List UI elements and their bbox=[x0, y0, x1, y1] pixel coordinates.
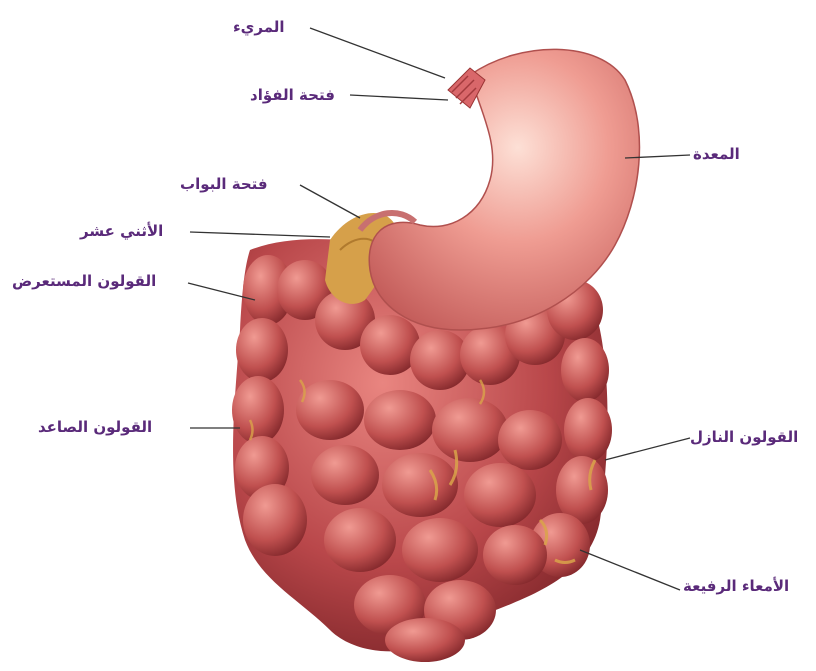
leader-esophagus bbox=[310, 28, 445, 78]
leader-cardia bbox=[350, 95, 448, 100]
leader-duodenum bbox=[190, 232, 330, 237]
label-transverse-colon: القولون المستعرض bbox=[12, 272, 156, 290]
stomach bbox=[360, 49, 639, 330]
label-cardia: فتحة الفؤاد bbox=[250, 86, 335, 104]
label-small-intestine: الأمعاء الرفيعة bbox=[683, 577, 789, 595]
label-duodenum: الأثني عشر bbox=[80, 222, 163, 240]
label-esophagus: المريء bbox=[233, 18, 285, 36]
label-stomach: المعدة bbox=[693, 145, 740, 163]
label-descending-colon: القولون النازل bbox=[690, 428, 798, 446]
leader-small-intestine bbox=[580, 550, 680, 590]
leader-pylorus bbox=[300, 185, 360, 218]
label-pylorus: فتحة البواب bbox=[180, 175, 268, 193]
leader-descending-colon bbox=[605, 438, 690, 460]
label-ascending-colon: القولون الصاعد bbox=[38, 418, 152, 436]
